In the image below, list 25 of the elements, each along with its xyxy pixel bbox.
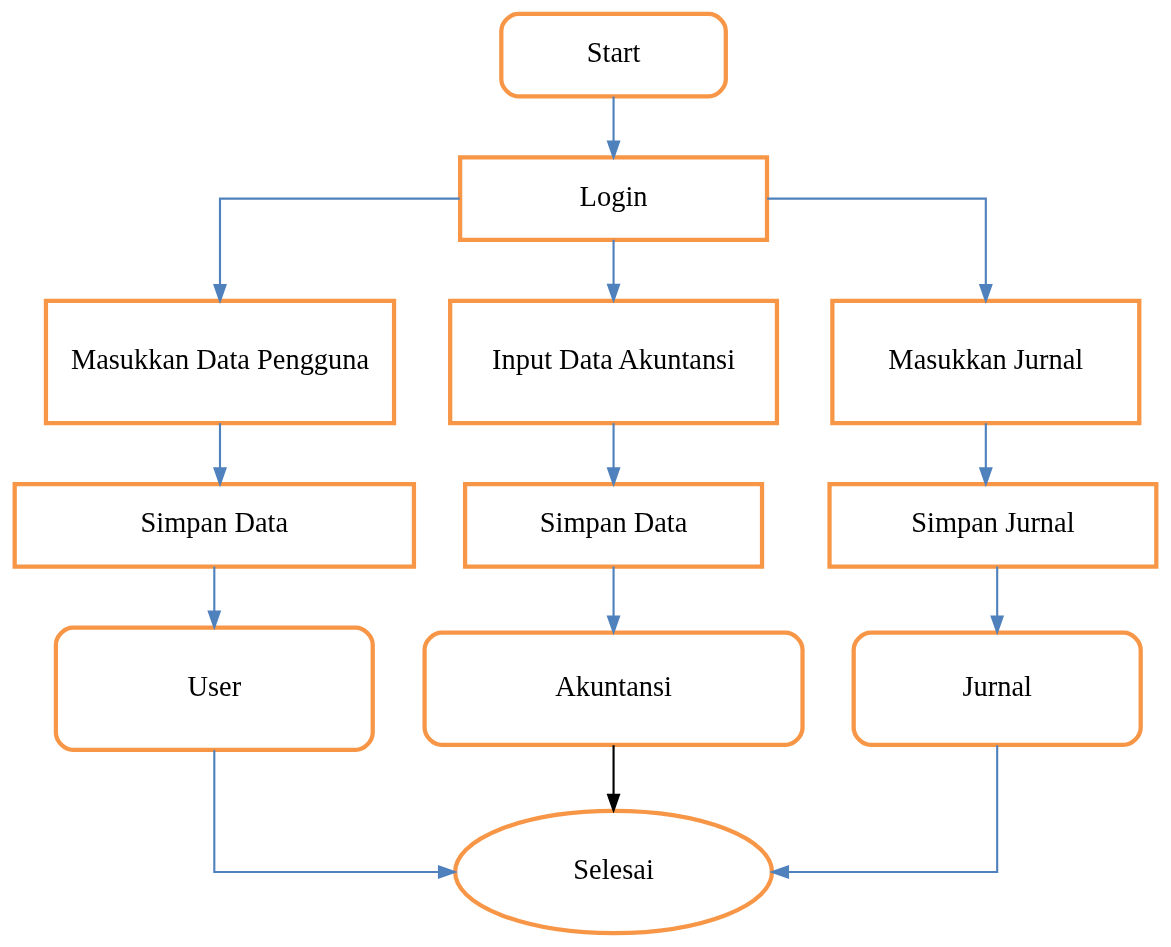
- node-box: Jurnal: [851, 630, 1143, 747]
- arrow: [769, 745, 999, 879]
- node-box: Login: [458, 155, 770, 242]
- arrow: [213, 423, 227, 488]
- arrow: [767, 197, 993, 304]
- arrow: [207, 566, 222, 631]
- node-box: User: [53, 625, 375, 752]
- arrow: [606, 423, 621, 488]
- node-box: Input Data Akuntansi: [448, 298, 780, 426]
- arrow: [606, 239, 621, 304]
- node-box: Start: [499, 11, 728, 99]
- arrow: [213, 750, 458, 879]
- node-box: Masukkan Jurnal: [830, 298, 1142, 426]
- node-ellipse: Selesai: [453, 808, 775, 936]
- node-box: Akuntansi: [422, 630, 805, 747]
- arrow: [606, 566, 621, 636]
- node-box: Simpan Data: [12, 482, 417, 569]
- node-box: Masukkan Data Pengguna: [43, 298, 397, 426]
- arrow: [978, 423, 993, 488]
- arrow: [606, 745, 621, 814]
- node-box: Simpan Jurnal: [827, 482, 1159, 569]
- node-box: Simpan Data: [462, 482, 765, 569]
- arrow: [606, 96, 621, 161]
- arrow: [213, 197, 460, 304]
- arrow: [990, 566, 1005, 636]
